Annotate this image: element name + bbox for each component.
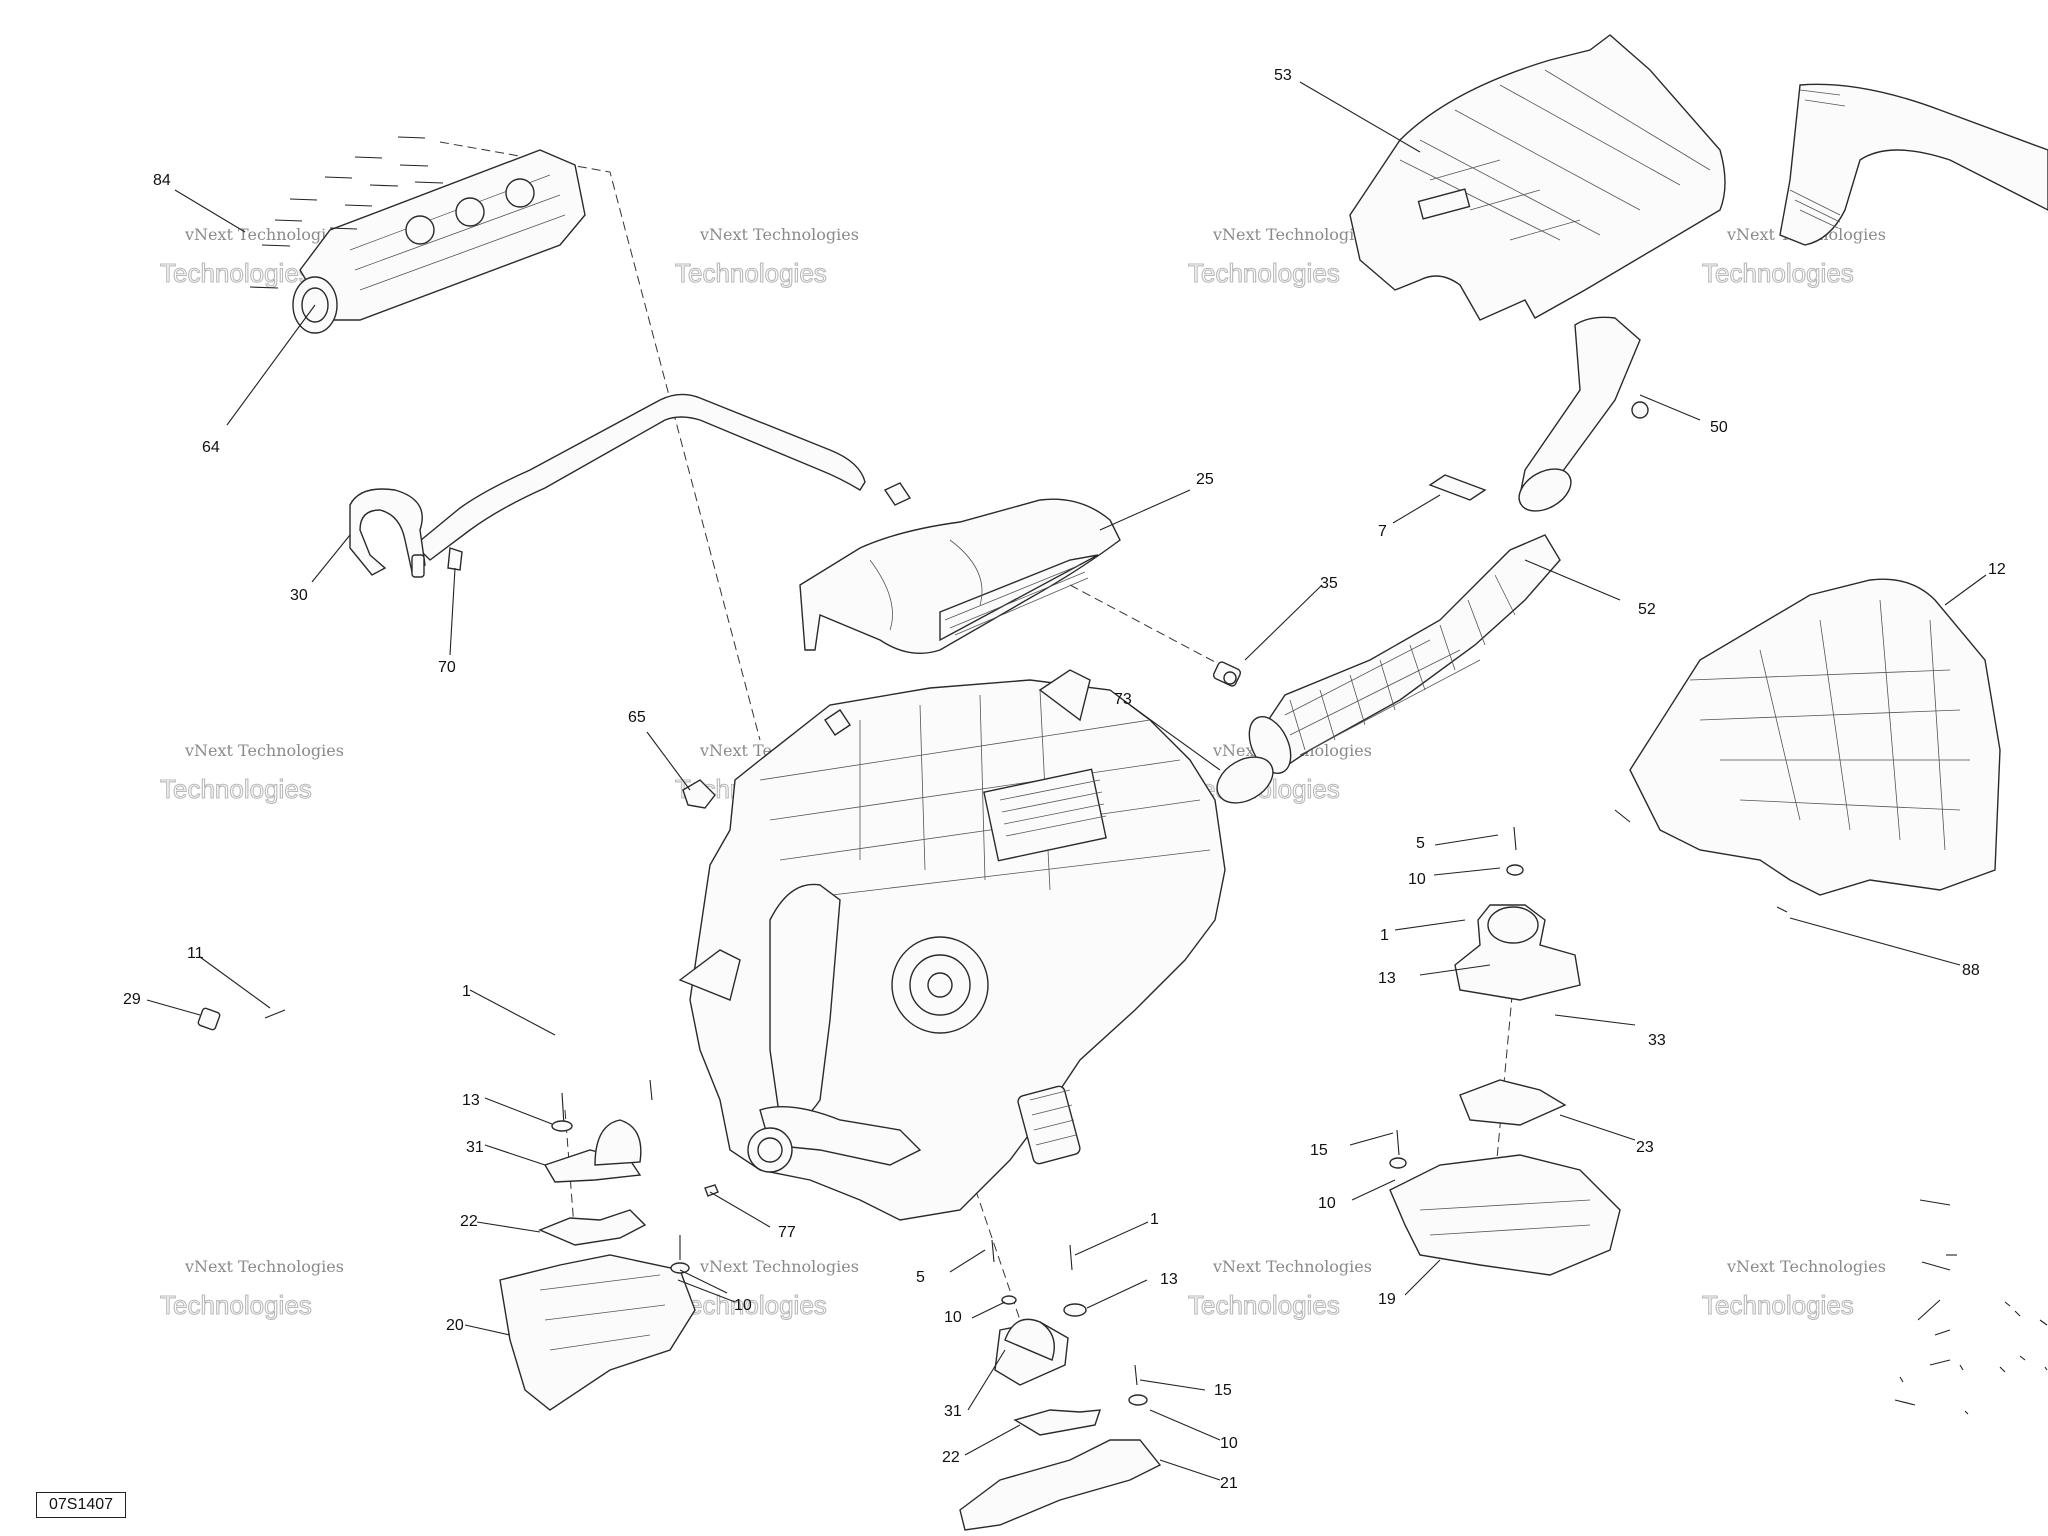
svg-text:Technologies: Technologies <box>675 258 827 288</box>
clamp-icon <box>883 482 912 506</box>
flexible-duct-icon <box>1216 534 1561 804</box>
callout-20: 20 <box>446 1317 464 1334</box>
callout-35: 35 <box>1320 575 1338 592</box>
callout-13: 13 <box>1378 970 1396 987</box>
callout-52: 52 <box>1638 601 1656 618</box>
callout-19: 19 <box>1378 1291 1396 1308</box>
intake-tube-icon <box>1518 316 1649 512</box>
engine-mount-right-icon <box>1389 826 1621 1276</box>
intercooler-hose-icon <box>349 393 866 578</box>
callout-23: 23 <box>1636 1139 1654 1156</box>
callout-10: 10 <box>1408 871 1426 888</box>
callout-1c: 1 <box>1150 1211 1159 1228</box>
callout-13c: 13 <box>1160 1271 1178 1288</box>
callout-73: 73 <box>1114 691 1132 708</box>
air-intake-cover-icon <box>1349 34 1726 321</box>
svg-text:Technologies: Technologies <box>1188 258 1340 288</box>
svg-text:Technologies: Technologies <box>1188 1290 1340 1320</box>
callout-33: 33 <box>1648 1032 1666 1049</box>
callout-10c: 10 <box>734 1297 752 1314</box>
svg-text:vNext Technologies: vNext Technologies <box>184 741 344 760</box>
callout-29: 29 <box>123 991 141 1008</box>
svg-text:vNext Technologies: vNext Technologies <box>1726 1257 1886 1276</box>
callout-10d: 10 <box>1220 1435 1238 1452</box>
svg-text:Technologies: Technologies <box>160 258 312 288</box>
callout-88: 88 <box>1962 962 1980 979</box>
clamp-icon <box>682 779 716 809</box>
svg-text:vNext Technologies: vNext Technologies <box>184 1257 344 1276</box>
callout-77: 77 <box>778 1224 796 1241</box>
nut-icon <box>197 1007 221 1031</box>
callout-30: 30 <box>290 587 308 604</box>
callout-31b: 31 <box>944 1403 962 1420</box>
leader-lines <box>146 81 2048 1481</box>
callout-21: 21 <box>1220 1475 1238 1492</box>
svg-text:Technologies: Technologies <box>675 1290 827 1320</box>
clamp-icon <box>824 709 851 736</box>
diagram-code-box: 07S1407 <box>36 1492 126 1518</box>
callout-65: 65 <box>628 709 646 726</box>
oil-pan-icon <box>1614 578 2001 913</box>
label-plate-icon <box>1428 474 1487 501</box>
callout-70: 70 <box>438 659 456 676</box>
svg-text:Technologies: Technologies <box>160 774 312 804</box>
bolt-set-icon <box>249 136 444 289</box>
callout-22: 22 <box>460 1213 478 1230</box>
callout-64: 64 <box>202 439 220 456</box>
svg-text:vNext Technologies: vNext Technologies <box>699 225 859 244</box>
svg-text:Technologies: Technologies <box>1702 258 1854 288</box>
callout-5: 5 <box>1416 835 1425 852</box>
callout-84: 84 <box>153 172 171 189</box>
engine-mount-left-icon <box>499 1079 696 1411</box>
callout-13b: 13 <box>462 1092 480 1109</box>
callout-22b: 22 <box>942 1449 960 1466</box>
svg-text:vNext Technologies: vNext Technologies <box>1212 1257 1372 1276</box>
engine-block-icon <box>678 669 1226 1221</box>
callout-11: 11 <box>187 945 204 962</box>
engine-mount-bottom-icon <box>959 1239 1162 1531</box>
callout-1b: 1 <box>462 983 471 1000</box>
svg-text:vNext Technologies: vNext Technologies <box>1212 225 1372 244</box>
intake-duct-top-icon <box>1779 83 2048 246</box>
callout-50: 50 <box>1710 419 1728 436</box>
bolt-icon <box>264 1009 286 1019</box>
callout-labels: 84 64 53 30 70 25 50 7 35 52 12 65 73 5 … <box>123 67 2006 1492</box>
svg-text:Technologies: Technologies <box>160 1290 312 1320</box>
svg-text:vNext Technologies: vNext Technologies <box>699 1257 859 1276</box>
callout-53: 53 <box>1274 67 1292 84</box>
callout-1: 1 <box>1380 927 1389 944</box>
callout-25: 25 <box>1196 471 1214 488</box>
callout-31: 31 <box>466 1139 484 1156</box>
callout-15b: 15 <box>1310 1142 1328 1159</box>
clamp-icon <box>704 1184 719 1197</box>
callout-12: 12 <box>1988 561 2006 578</box>
nozzle-icon <box>1212 661 1242 687</box>
svg-text:Technologies: Technologies <box>1702 1290 1854 1320</box>
callout-5b: 5 <box>916 1269 925 1286</box>
callout-10b: 10 <box>944 1309 962 1326</box>
exhaust-manifold-icon <box>292 149 586 334</box>
callout-10e: 10 <box>1318 1195 1336 1212</box>
svg-text:vNext Technologies: vNext Technologies <box>184 225 344 244</box>
callout-7: 7 <box>1378 523 1387 540</box>
callout-15: 15 <box>1214 1382 1232 1399</box>
engine-cover-icon <box>799 498 1121 655</box>
